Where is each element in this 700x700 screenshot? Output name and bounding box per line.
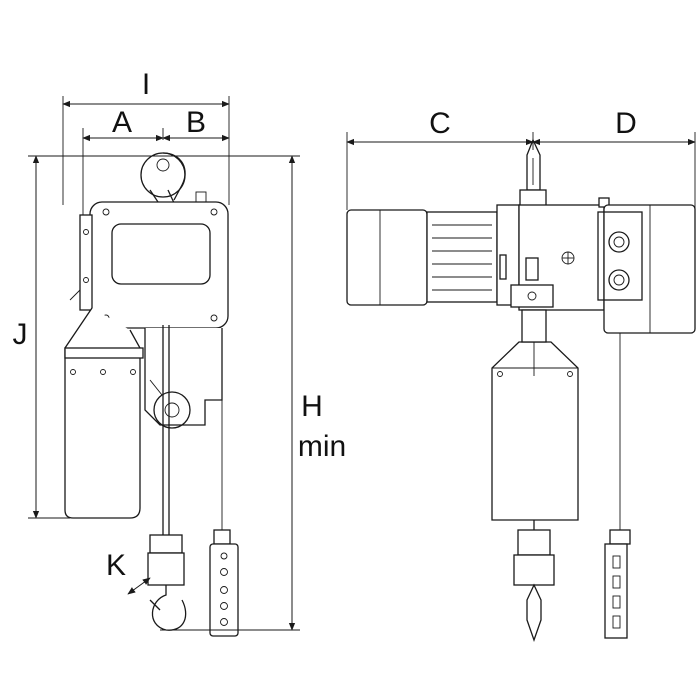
dim-label-i: I bbox=[142, 68, 150, 101]
side-gearbox bbox=[144, 328, 223, 429]
side-pendant bbox=[209, 328, 239, 637]
dim-label-a: A bbox=[112, 106, 132, 139]
front-chain-bag bbox=[491, 309, 579, 521]
top-hook bbox=[140, 152, 186, 206]
dim-label-c: C bbox=[429, 107, 451, 140]
dim-label-h: H bbox=[301, 390, 323, 423]
front-pendant bbox=[604, 333, 631, 639]
dim-label-d: D bbox=[615, 107, 637, 140]
dim-label-min: min bbox=[298, 430, 346, 463]
front-view: C D bbox=[346, 107, 696, 642]
front-top-hook bbox=[519, 138, 547, 211]
bottom-hook bbox=[147, 534, 187, 631]
dim-label-b: B bbox=[186, 106, 206, 139]
front-motor bbox=[346, 204, 520, 306]
side-housing bbox=[69, 191, 229, 329]
front-bottom-hook bbox=[513, 520, 555, 642]
side-chain bbox=[162, 325, 170, 535]
front-control-box bbox=[597, 204, 696, 334]
dim-label-j: J bbox=[13, 318, 28, 351]
side-view: I A B J H min K bbox=[13, 68, 346, 637]
side-chain-bag bbox=[64, 307, 144, 519]
dim-label-k: K bbox=[106, 549, 126, 582]
front-gearbox bbox=[510, 197, 610, 311]
